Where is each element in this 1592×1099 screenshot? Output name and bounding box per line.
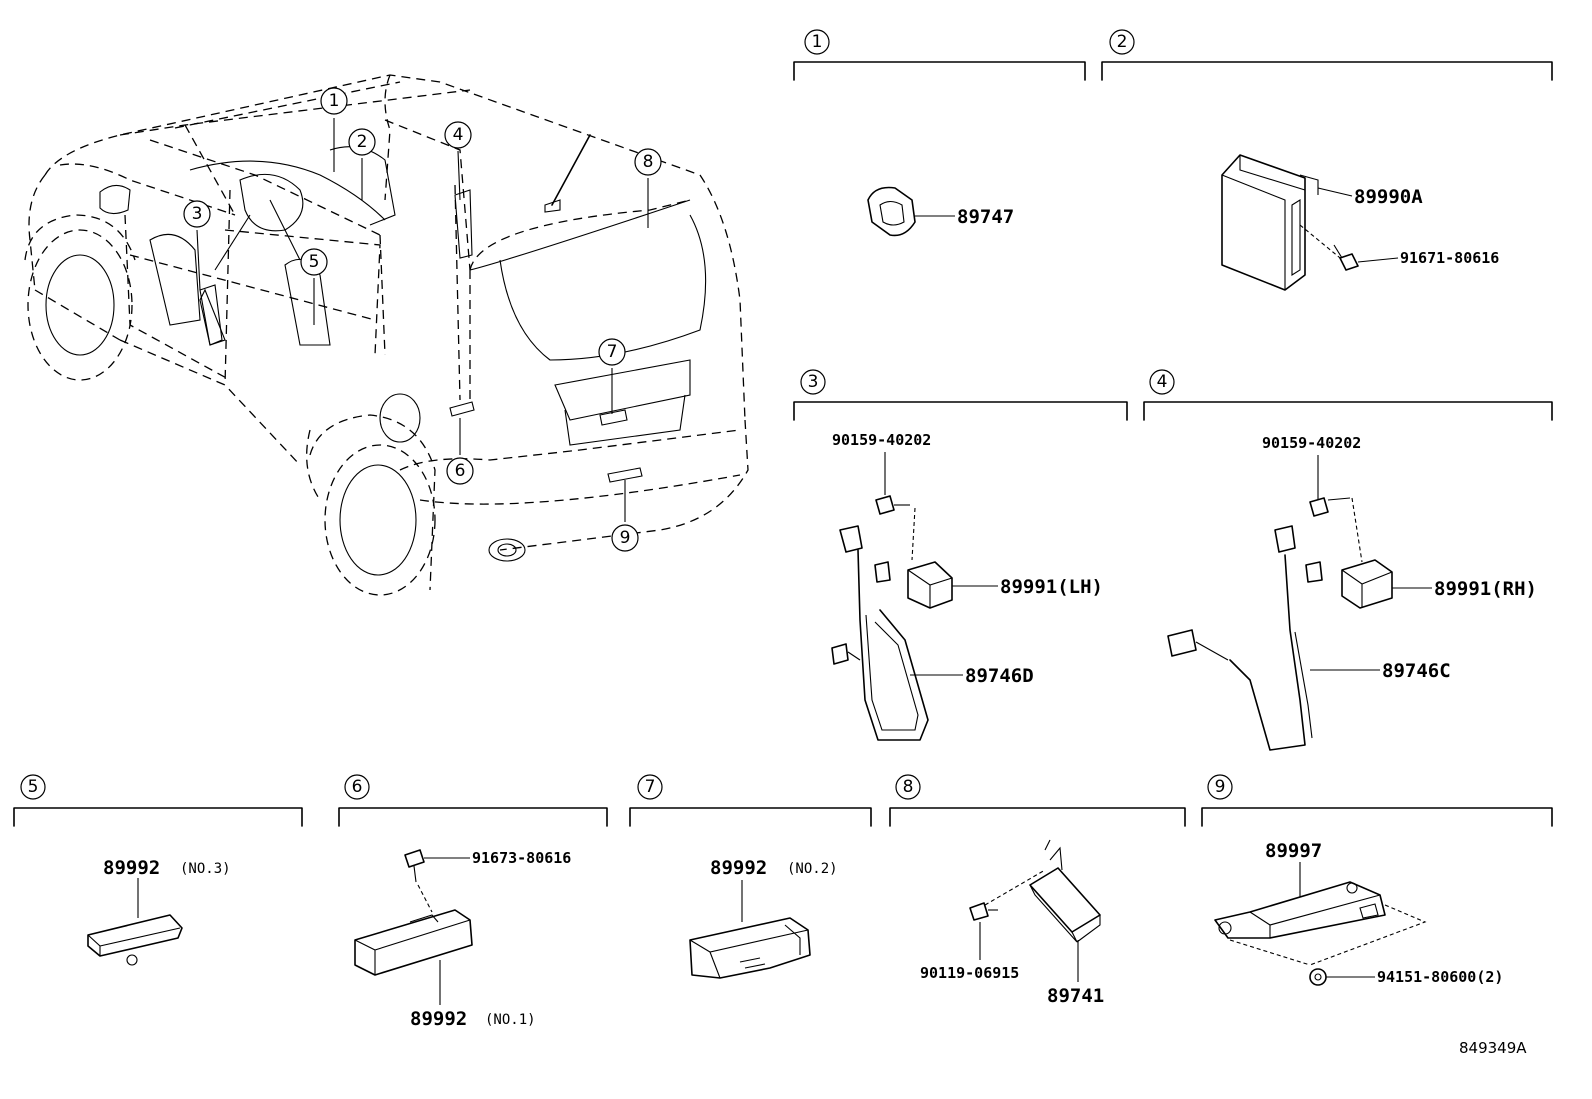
part-number-89991-rh: 89991(RH)	[1434, 578, 1537, 600]
part-89746C-icon	[1167, 525, 1323, 751]
svg-text:5: 5	[309, 252, 320, 272]
part-number-90159-40202-rh: 90159-40202	[1262, 434, 1361, 452]
part-89747-icon	[867, 186, 916, 237]
callout-car-3: 3	[183, 200, 211, 291]
section-7-bracket	[629, 807, 872, 827]
callout-car-8: 8	[634, 148, 662, 228]
section-6-bracket	[338, 807, 608, 827]
part-number-89992-no3: 89992	[103, 857, 160, 879]
callout-car-9: 9	[611, 480, 639, 552]
section-3: 3 90159-40202 89991(LH) 89746D	[793, 369, 1128, 741]
screw-icon-6	[404, 849, 425, 883]
svg-text:6: 6	[455, 461, 466, 481]
screw-icon-8	[969, 902, 998, 921]
callout-car-6: 6	[446, 418, 474, 485]
part-89992-no2-icon	[689, 917, 811, 979]
section-8: 8 90119-06915 89741	[889, 774, 1186, 1007]
part-89992-no3-icon	[87, 914, 183, 966]
part-89746D-icon	[831, 525, 929, 741]
note-no1: (NO.1)	[485, 1012, 536, 1028]
screw-icon-rh	[1309, 497, 1351, 517]
section-8-number: 8	[903, 777, 914, 797]
part-number-89747: 89747	[957, 206, 1014, 228]
svg-text:1: 1	[329, 91, 340, 111]
svg-text:7: 7	[607, 342, 618, 362]
section-1-number: 1	[812, 32, 823, 52]
screw-icon	[875, 495, 910, 515]
section-8-bracket	[889, 807, 1186, 827]
svg-text:2: 2	[357, 132, 368, 152]
svg-text:4: 4	[453, 125, 464, 145]
section-4-bracket	[1143, 401, 1553, 421]
svg-text:9: 9	[620, 528, 631, 548]
part-number-91671-80616: 91671-80616	[1400, 249, 1499, 267]
part-number-89991-lh: 89991(LH)	[1000, 576, 1103, 598]
section-2-number: 2	[1117, 32, 1128, 52]
section-9-bracket	[1201, 807, 1553, 827]
part-number-90119-06915: 90119-06915	[920, 964, 1019, 982]
section-5: 5 89992 (NO.3)	[13, 774, 303, 966]
part-89991-lh-icon	[907, 561, 953, 609]
section-7: 7 89992 (NO.2)	[629, 774, 872, 979]
part-number-94151-80600: 94151-80600(2)	[1377, 968, 1503, 986]
svg-text:8: 8	[643, 152, 654, 172]
part-number-89746D: 89746D	[965, 665, 1034, 687]
part-number-89992-no1: 89992	[410, 1008, 467, 1030]
svg-text:3: 3	[192, 204, 203, 224]
section-5-bracket	[13, 807, 303, 827]
part-number-89997: 89997	[1265, 840, 1322, 862]
vehicle-overview: 1 2 3 4 5 6 7	[24, 74, 749, 596]
nut-icon	[1309, 968, 1327, 986]
part-89741-icon	[1029, 839, 1101, 943]
callout-car-4: 4	[444, 121, 472, 201]
bolt-icon	[1333, 244, 1359, 271]
part-89990A-icon	[1221, 154, 1319, 291]
section-2: 2 89990A 91671-80616	[1101, 29, 1553, 291]
callout-car-5: 5	[300, 248, 328, 325]
drawing-reference-number: 849349A	[1459, 1039, 1527, 1057]
note-no2: (NO.2)	[787, 861, 838, 877]
section-3-bracket	[793, 401, 1128, 421]
note-no3: (NO.3)	[180, 861, 231, 877]
section-6-number: 6	[352, 777, 363, 797]
section-4-number: 4	[1157, 372, 1168, 392]
part-number-89992-no2: 89992	[710, 857, 767, 879]
part-number-90159-40202-lh: 90159-40202	[832, 431, 931, 449]
section-7-number: 7	[645, 777, 656, 797]
section-9-number: 9	[1215, 777, 1226, 797]
section-1-bracket	[793, 61, 1086, 81]
section-5-number: 5	[28, 777, 39, 797]
section-2-bracket	[1101, 61, 1553, 81]
section-4: 4 90159-40202 89991(RH) 89746C	[1143, 369, 1553, 751]
section-9: 9 89997 94151-80600(2)	[1201, 774, 1553, 986]
part-89991-rh-icon	[1341, 559, 1393, 609]
part-number-91673-80616: 91673-80616	[472, 849, 571, 867]
section-1: 1 89747	[793, 29, 1086, 237]
callout-car-7: 7	[598, 338, 626, 414]
part-89997-icon	[1214, 881, 1386, 939]
part-number-89990A: 89990A	[1354, 186, 1423, 208]
callout-car-2: 2	[348, 128, 376, 200]
part-number-89746C: 89746C	[1382, 660, 1451, 682]
part-number-89741: 89741	[1047, 985, 1104, 1007]
section-3-number: 3	[808, 372, 819, 392]
section-6: 6 91673-80616 89992 (NO.1)	[338, 774, 608, 1030]
part-89992-no1-icon	[354, 909, 473, 976]
callout-car-1: 1	[320, 87, 348, 172]
